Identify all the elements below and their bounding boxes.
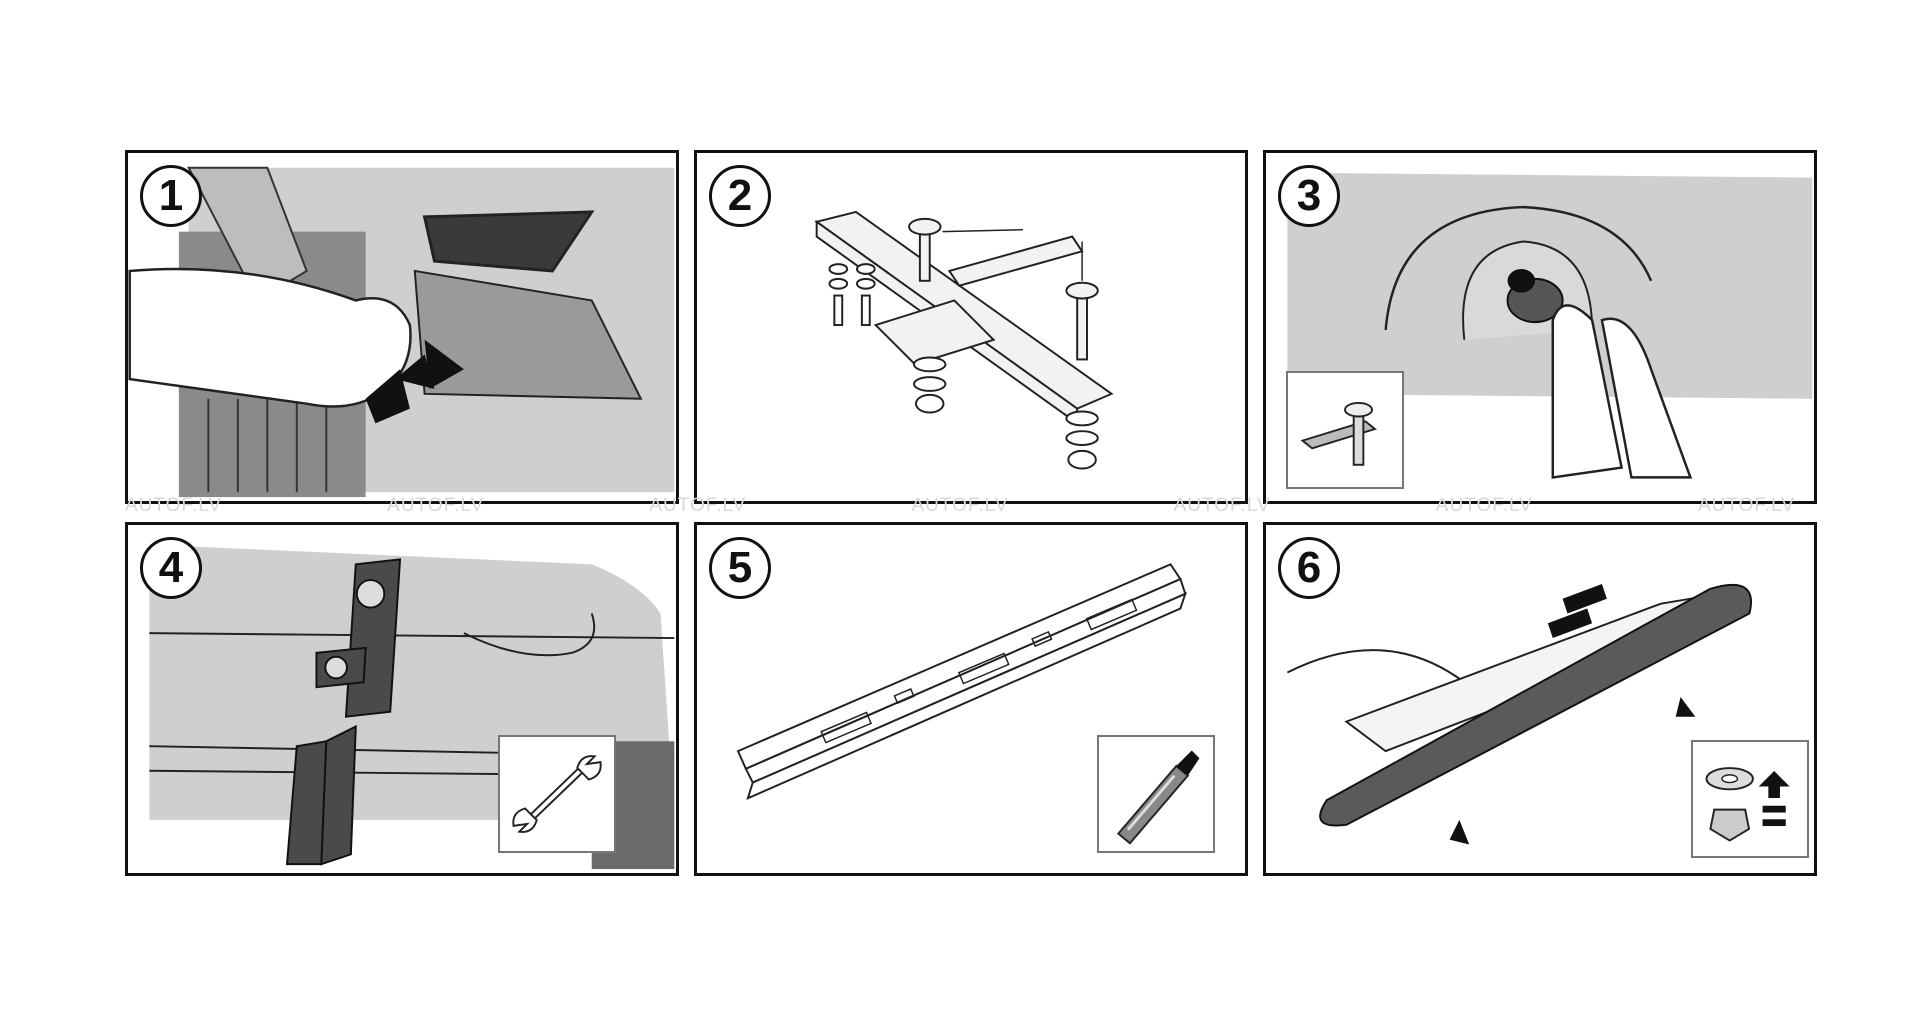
step-number-badge: 2 <box>709 165 771 227</box>
bracket-bolt-icon <box>1300 401 1377 466</box>
step-number-badge: 1 <box>140 165 202 227</box>
step-number-badge: 4 <box>140 537 202 599</box>
step-6-panel: 6 <box>1263 522 1817 876</box>
step-1-illustration <box>128 166 675 498</box>
step-3-illustration <box>1287 172 1813 479</box>
step-number-badge: 3 <box>1278 165 1340 227</box>
step-number-badge: 6 <box>1278 537 1340 599</box>
wrench-inset <box>498 735 616 853</box>
step-6-illustration <box>1286 583 1752 845</box>
step-5-panel: 5 <box>694 522 1248 876</box>
step-3-panel: 3 <box>1263 150 1817 504</box>
step-2-panel: 2 <box>694 150 1248 504</box>
pull-direction-arrow <box>365 339 464 424</box>
step-1-panel: 1 <box>125 150 679 504</box>
install-arrows <box>1449 583 1696 845</box>
wrench-icon <box>512 755 602 833</box>
step-number-badge: 5 <box>709 537 771 599</box>
knife-inset <box>1097 735 1215 853</box>
utility-knife-icon <box>1116 750 1200 845</box>
washer-nut-icon <box>1705 767 1790 842</box>
washer-nut-inset <box>1691 740 1809 858</box>
step-5-illustration <box>736 563 1187 801</box>
step-4-panel: 4 <box>125 522 679 876</box>
bracket-bolt-inset <box>1286 371 1404 489</box>
step-2-illustration <box>814 210 1114 470</box>
